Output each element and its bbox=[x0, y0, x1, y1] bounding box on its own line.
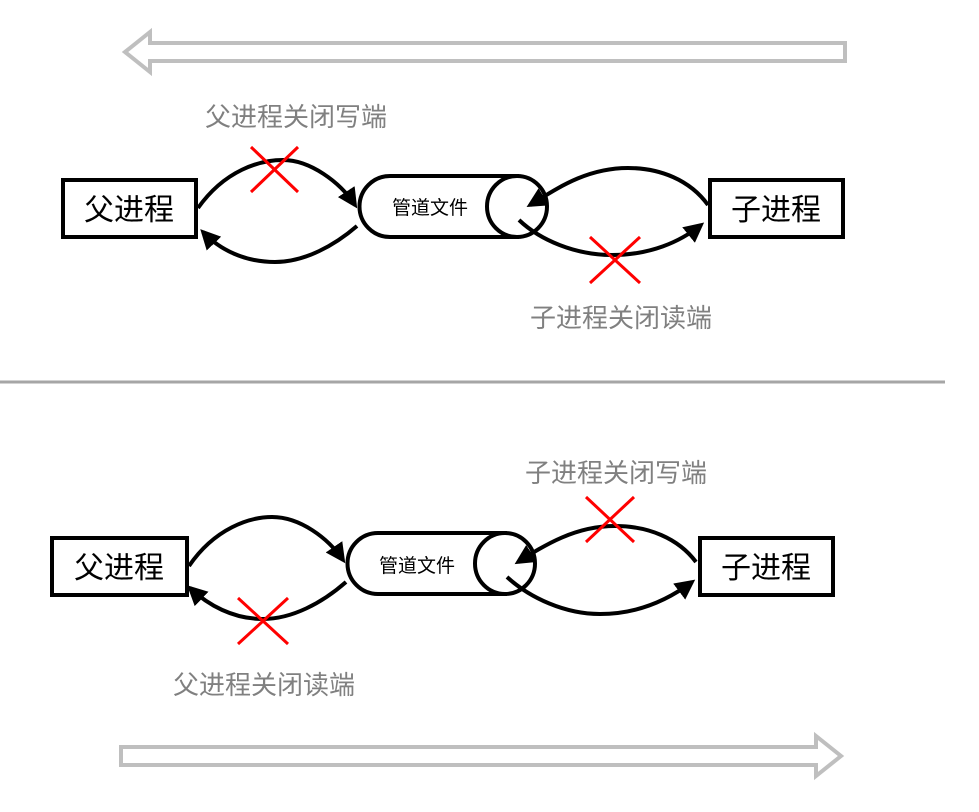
top-child-close-read-label: 子进程关闭读端 bbox=[530, 304, 712, 334]
top-pipe-label: 管道文件 bbox=[392, 197, 468, 219]
bottom-child-process-box: 子进程 bbox=[698, 536, 835, 597]
bottom-child-write-closed-cross bbox=[584, 495, 636, 544]
top-parent-process-box: 父进程 bbox=[61, 178, 198, 239]
bottom-parent-read-closed-cross bbox=[236, 596, 290, 646]
bottom-parent-write-arrow bbox=[187, 514, 346, 568]
direction-arrow-right bbox=[119, 731, 845, 781]
bottom-parent-close-read-label: 父进程关闭读端 bbox=[173, 671, 355, 701]
bottom-child-write-arrow bbox=[514, 523, 698, 565]
top-pipe-to-parent-arrow bbox=[200, 224, 359, 265]
bottom-child-label: 子进程 bbox=[721, 551, 811, 586]
direction-arrow-left bbox=[121, 27, 847, 77]
bottom-parent-process-box: 父进程 bbox=[50, 536, 189, 597]
top-child-write-arrow bbox=[526, 165, 710, 208]
bottom-pipe-to-child-arrow bbox=[505, 575, 696, 617]
top-child-read-closed-cross bbox=[588, 235, 642, 285]
top-pipe-to-child-arrow bbox=[517, 218, 705, 258]
top-pipe-file: 管道文件 bbox=[357, 174, 549, 239]
bottom-parent-label: 父进程 bbox=[74, 551, 164, 586]
bottom-pipe-file: 管道文件 bbox=[345, 531, 537, 596]
bottom-child-close-write-label: 子进程关闭写端 bbox=[525, 459, 707, 489]
bottom-pipe-to-parent-arrow bbox=[187, 580, 348, 622]
top-child-process-box: 子进程 bbox=[708, 178, 845, 239]
bottom-pipe-label: 管道文件 bbox=[379, 555, 455, 577]
top-parent-write-closed-cross bbox=[249, 145, 300, 194]
top-parent-close-write-label: 父进程关闭写端 bbox=[205, 103, 387, 133]
top-parent-label: 父进程 bbox=[84, 193, 174, 228]
top-child-label: 子进程 bbox=[731, 193, 821, 228]
